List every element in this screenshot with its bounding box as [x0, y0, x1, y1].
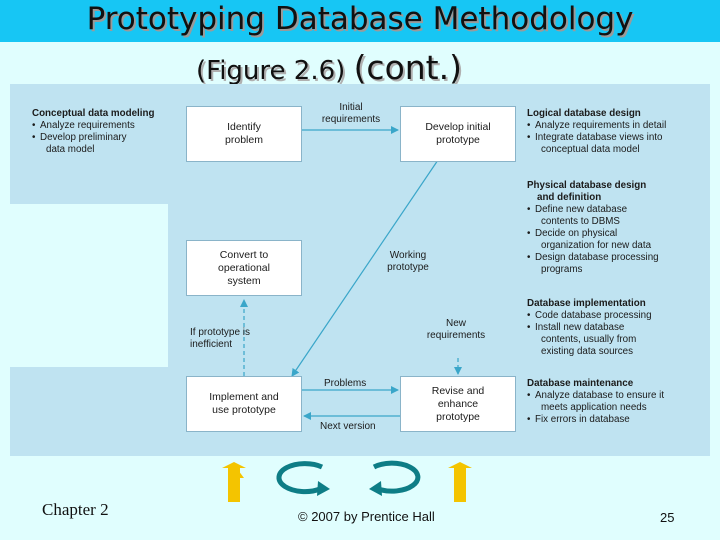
label-if-inefficient: If prototype is inefficient	[190, 327, 251, 350]
note-item: Integrate database views into	[527, 132, 666, 144]
box-develop-prototype: Develop initial prototype	[400, 106, 516, 162]
note-item: Analyze requirements in detail	[527, 120, 666, 132]
note-item: Analyze requirements	[32, 120, 154, 132]
page-number: 25	[660, 510, 675, 525]
note-heading: Database maintenance	[527, 378, 634, 389]
note-db-maintenance: Database maintenance Analyze database to…	[527, 378, 664, 426]
note-item-continued: programs	[541, 264, 583, 275]
nav-last-button[interactable]	[448, 462, 472, 502]
box-revise-label: Revise and enhance prototype	[431, 384, 485, 423]
label-next-version: Next version	[320, 421, 376, 432]
note-heading: Physical database design	[527, 180, 647, 191]
title-band	[0, 0, 720, 42]
box-implement-label: Implement and use prototype	[209, 391, 279, 416]
chapter-label: Chapter 2	[42, 500, 109, 519]
note-item: Develop preliminary	[32, 132, 154, 144]
box-revise-prototype: Revise and enhance prototype	[400, 376, 516, 432]
note-item-continued: conceptual data model	[541, 144, 640, 155]
note-item-continued: organization for new data	[541, 240, 652, 251]
box-identify-problem: Identify problem	[186, 106, 302, 162]
nav-previous-icon[interactable]	[276, 461, 330, 496]
note-conceptual-modeling: Conceptual data modeling Analyze require…	[32, 108, 154, 156]
slide-subtitle: (Figure 2.6) (cont.)	[196, 48, 462, 87]
nav-next-icon[interactable]	[369, 460, 421, 496]
note-item: Analyze database to ensure it	[527, 390, 664, 402]
copyright-text: © 2007 by Prentice Hall	[298, 509, 435, 524]
note-db-implementation: Database implementation Code database pr…	[527, 298, 652, 358]
nav-first-button[interactable]	[222, 462, 248, 502]
note-item-continued: contents, usually from	[541, 334, 637, 345]
note-item: Code database processing	[527, 310, 652, 322]
note-item: Decide on physical	[527, 228, 659, 240]
box-implement-prototype: Implement and use prototype	[186, 376, 302, 432]
slide-title: Prototyping Database Methodology	[86, 1, 634, 37]
note-item: Design database processing	[527, 252, 659, 264]
blank-panel	[0, 204, 168, 367]
note-heading: Database implementation	[527, 298, 646, 309]
note-heading: Logical database design	[527, 108, 641, 119]
note-item: Fix errors in database	[527, 414, 664, 426]
box-convert-label: Convert to operational system	[218, 248, 270, 287]
note-logical-design: Logical database design Analyze requirem…	[527, 108, 666, 156]
label-new-requirements: New requirements	[426, 318, 486, 341]
box-convert-system: Convert to operational system	[186, 240, 302, 296]
note-item: Define new database	[527, 204, 659, 216]
note-physical-design: Physical database design and definition …	[527, 180, 659, 276]
diagram-arrows	[240, 126, 462, 420]
note-item-continued: contents to DBMS	[541, 216, 620, 227]
box-identify-label: Identify problem	[225, 121, 263, 146]
note-heading-continued: and definition	[537, 192, 602, 203]
figure-reference: (Figure 2.6)	[196, 56, 346, 86]
note-item-continued: existing data sources	[541, 346, 634, 357]
label-working-prototype: Working prototype	[387, 250, 429, 273]
cont-label: (cont.)	[353, 48, 462, 87]
note-item-continued: meets application needs	[541, 402, 647, 413]
box-develop-label: Develop initial prototype	[425, 121, 491, 146]
note-item-continued: data model	[46, 144, 95, 155]
label-initial-requirements: Initial requirements	[321, 102, 381, 125]
arrow-develop-to-implement	[291, 159, 439, 377]
note-heading: Conceptual data modeling	[32, 108, 155, 119]
note-item: Install new database	[527, 322, 652, 334]
label-problems: Problems	[324, 378, 367, 389]
